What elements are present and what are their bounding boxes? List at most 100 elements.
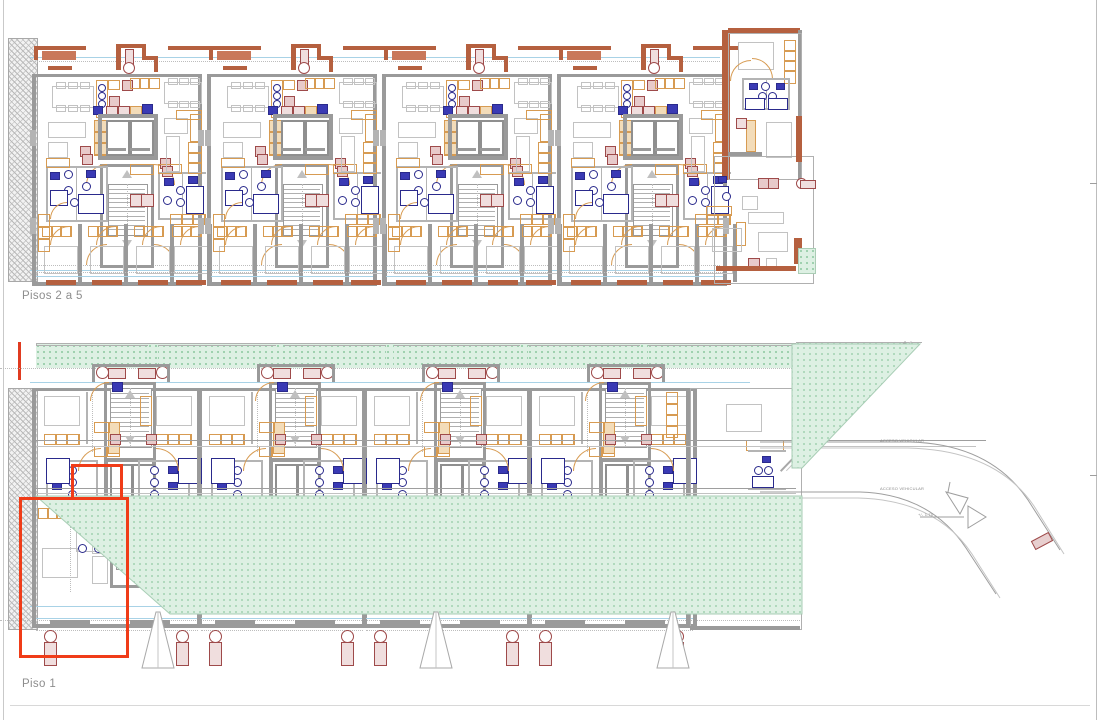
bath-tub <box>541 458 565 484</box>
partition-wall <box>299 224 303 282</box>
rear-dotted <box>531 630 693 631</box>
core-wall <box>273 114 333 118</box>
stair-centerline <box>652 184 653 234</box>
core-wall <box>448 114 452 160</box>
appliance <box>476 434 487 445</box>
balcony-parapet <box>392 51 426 60</box>
cabinet-unit <box>130 78 141 89</box>
window-sill <box>573 66 597 70</box>
upper-cabinet <box>633 80 645 90</box>
partition-dotted <box>257 392 258 452</box>
bed <box>524 246 558 274</box>
rear-sill <box>215 620 255 625</box>
glazing-line <box>211 276 373 277</box>
kitchen-counter <box>746 120 756 152</box>
vanity <box>571 158 595 168</box>
bath-partition <box>601 166 602 222</box>
wardrobe-unit <box>563 226 575 240</box>
cabinet-unit <box>356 214 369 225</box>
riser-duct <box>341 642 354 666</box>
facade-wall <box>36 74 198 77</box>
wardrobe-unit <box>538 162 552 174</box>
oven <box>110 434 121 445</box>
partition-wall <box>649 224 653 282</box>
appliance <box>432 154 443 165</box>
appliance <box>257 154 268 165</box>
core-wall <box>329 114 333 160</box>
wc-fixture <box>749 83 758 90</box>
chair <box>231 105 241 112</box>
meter <box>141 194 154 207</box>
landscape-strip <box>276 344 284 368</box>
bath-wall <box>468 460 470 506</box>
bath-partition <box>182 172 183 220</box>
unit-outline-lower <box>714 156 814 284</box>
wardrobe-unit <box>363 162 377 174</box>
core-wall <box>104 458 108 502</box>
duct <box>205 218 211 234</box>
cabinet-unit <box>106 446 120 457</box>
rear-sill <box>295 620 335 625</box>
stair-centerline <box>295 388 296 446</box>
stair-up-arrow <box>125 390 135 398</box>
sink <box>448 92 456 100</box>
chair <box>605 105 615 112</box>
upper-cabinet <box>108 80 120 90</box>
bath-tub <box>211 458 235 484</box>
wardrobe-col <box>635 396 647 426</box>
wc-fixture <box>400 172 410 180</box>
sink-fixture <box>315 478 324 487</box>
core-wall <box>679 114 683 160</box>
facade-glazing-line <box>30 57 720 58</box>
riser-symbol <box>648 62 660 74</box>
hob <box>297 80 308 91</box>
dining-table <box>52 86 94 108</box>
balcony-wall <box>492 48 496 60</box>
duct <box>30 218 36 234</box>
sofa <box>689 118 713 134</box>
bath-partition <box>426 166 427 222</box>
bed <box>349 246 383 274</box>
dining-table <box>227 86 269 108</box>
duct <box>548 130 554 146</box>
window-sill <box>526 280 556 285</box>
balcony-wall <box>142 48 146 60</box>
core-wall <box>448 156 508 160</box>
selected-unit-highlight[interactable] <box>19 497 129 658</box>
sideboard <box>166 136 180 172</box>
chair <box>56 105 66 112</box>
chair <box>430 82 440 89</box>
meter <box>666 194 679 207</box>
cabinet <box>540 114 552 142</box>
stair-wall <box>599 382 602 458</box>
cabinet-unit <box>498 78 510 89</box>
wardrobe-unit <box>666 403 678 416</box>
core-wall <box>98 114 158 118</box>
bath-wall <box>138 460 140 506</box>
bed <box>136 246 170 274</box>
balcony-wall <box>466 44 496 48</box>
entry-wall <box>587 364 590 382</box>
counter <box>526 110 552 120</box>
riser-symbol <box>96 366 109 379</box>
sink-fixture <box>351 198 360 207</box>
rear-sill <box>625 620 665 625</box>
balcony-wall <box>34 46 38 60</box>
chair <box>418 105 428 112</box>
sink-fixture <box>64 170 73 179</box>
balcony-wall <box>728 28 800 33</box>
entry-wall <box>587 364 665 367</box>
glazing-line <box>386 276 548 277</box>
party-wall <box>373 74 377 286</box>
duct <box>380 218 386 234</box>
wc-fixture <box>436 170 446 178</box>
hob <box>122 80 133 91</box>
balcony-wall <box>667 56 683 60</box>
party-wall <box>382 74 386 286</box>
ramp-direction-arrow <box>944 481 969 516</box>
stair-wall <box>110 585 156 588</box>
wardrobe-unit <box>561 434 574 445</box>
balcony-wall <box>559 46 563 60</box>
sofa <box>398 122 436 138</box>
upper-cabinet <box>458 80 470 90</box>
